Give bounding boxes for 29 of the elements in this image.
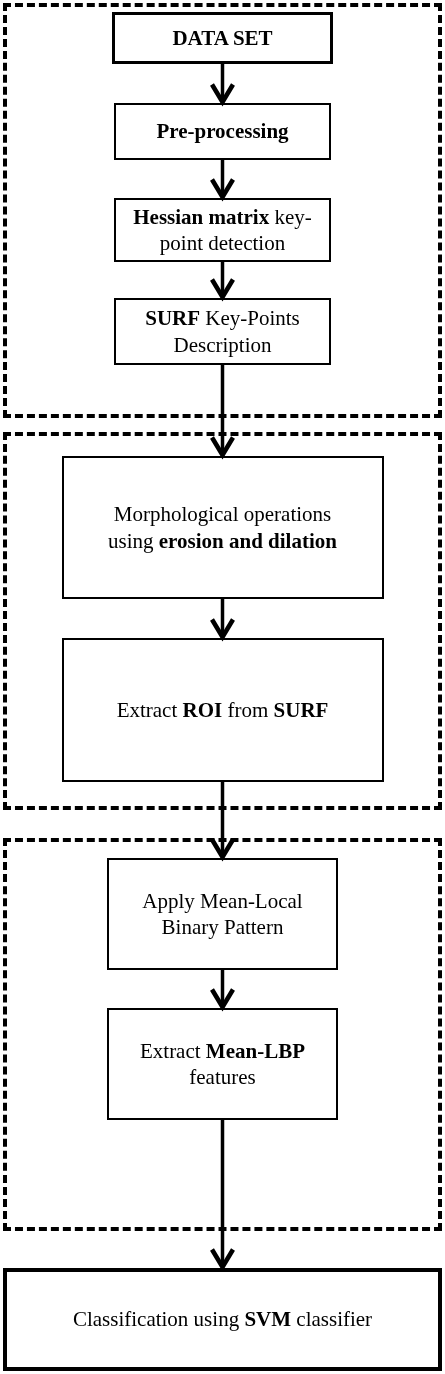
process-box xyxy=(112,12,333,64)
process-box xyxy=(107,1008,338,1120)
step-text: Classification using SVM classifier xyxy=(71,1306,374,1333)
arrow xyxy=(209,970,236,1010)
step-text: Extract ROI from SURF xyxy=(115,696,330,724)
arrow xyxy=(209,365,236,458)
step-text: DATA SET xyxy=(171,24,274,52)
step-text: SURF Key-Points Description xyxy=(144,305,301,358)
step-text: Morphological operations using erosion and dilation xyxy=(107,501,338,554)
step-text: Extract Mean-LBP features xyxy=(138,1037,306,1091)
step-text: Pre-processing xyxy=(155,118,290,145)
dashed-group-frame xyxy=(3,838,442,1231)
process-box xyxy=(114,103,331,160)
process-box xyxy=(114,198,331,262)
step-text: Apply Mean-Local Binary Pattern xyxy=(141,887,304,941)
dashed-group-frame xyxy=(3,3,442,418)
process-box xyxy=(3,1268,442,1371)
process-box xyxy=(114,298,331,365)
arrow xyxy=(209,160,236,200)
process-box xyxy=(107,858,338,970)
arrow xyxy=(209,262,236,300)
arrow xyxy=(209,64,236,105)
step-text: Hessian matrix key-point detection xyxy=(132,203,313,257)
arrow xyxy=(209,599,236,640)
arrow xyxy=(209,782,236,860)
dashed-group-frame xyxy=(3,432,442,810)
arrow xyxy=(209,1120,236,1270)
process-box xyxy=(61,456,384,599)
process-box xyxy=(61,638,384,782)
